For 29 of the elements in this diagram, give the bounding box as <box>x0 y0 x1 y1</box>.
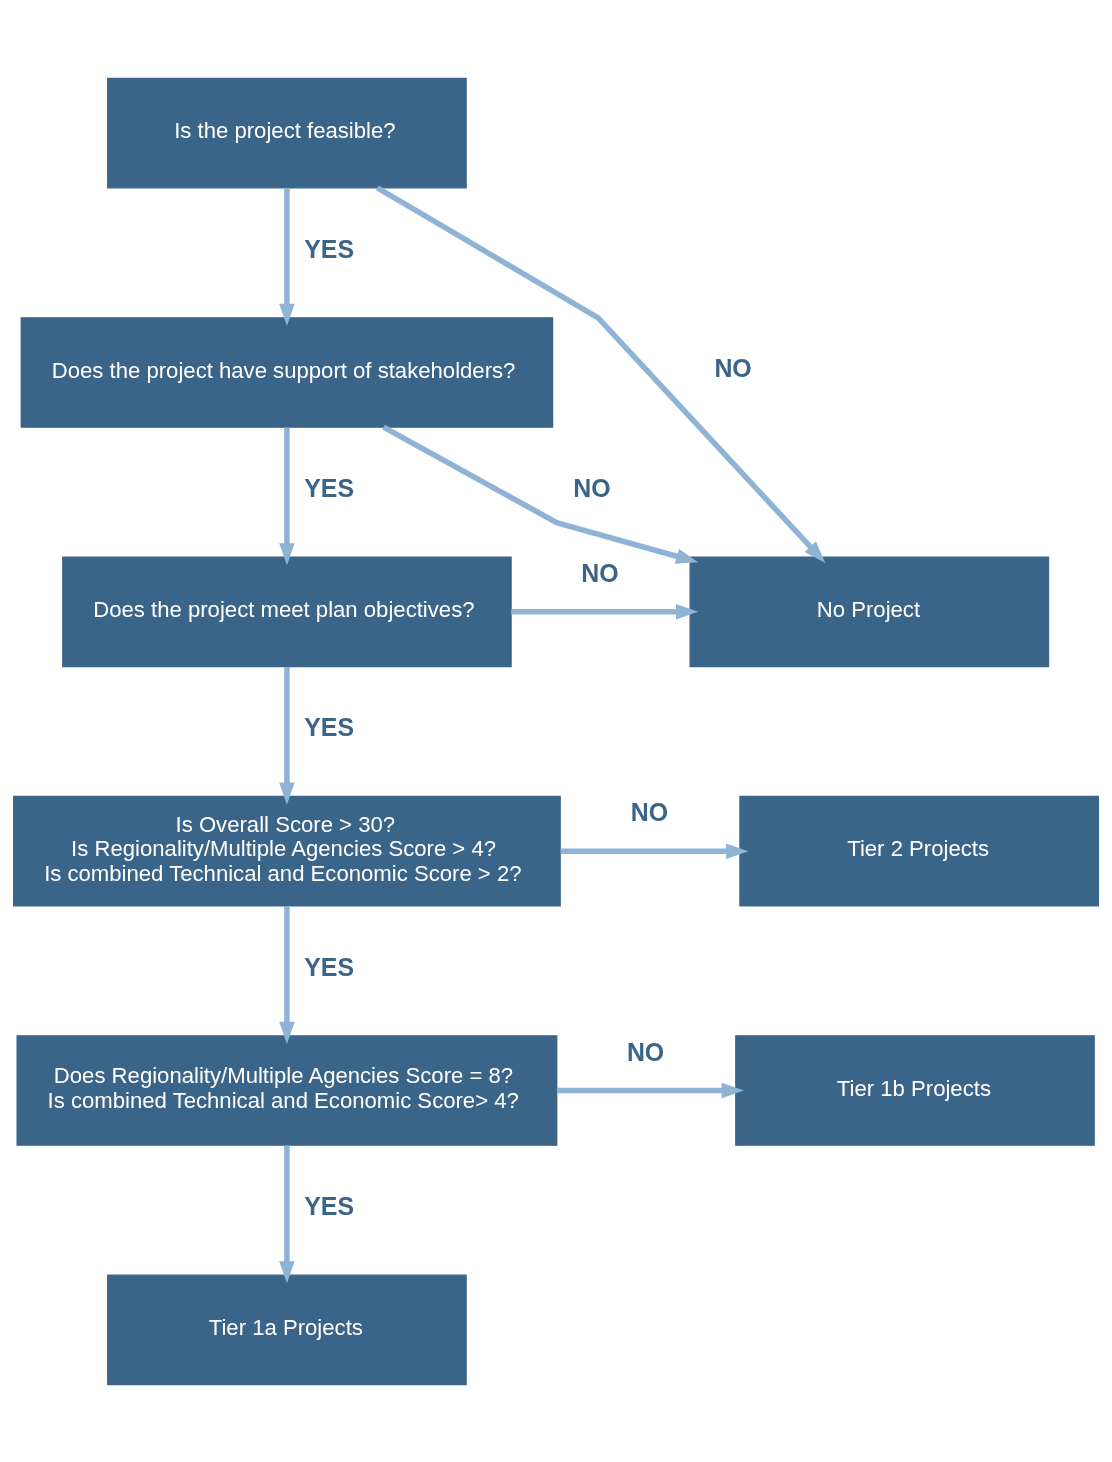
arrow <box>279 187 295 326</box>
edge-label: NO <box>630 797 669 826</box>
edge-label: YES <box>304 712 355 741</box>
node-box: Does Regionality/Multiple Agencies Score = 8? Is combined Technical and Economic Score> 4? <box>16 1034 558 1146</box>
edge-label: NO <box>626 1037 665 1066</box>
arrow <box>556 1082 744 1098</box>
node-box: Is Overall Score > 30? Is Regionality/Multiple Agencies Score > 4? Is combined Technical and Economic Score > 2? <box>13 795 561 906</box>
node-box: Tier 1a Projects <box>107 1274 467 1385</box>
arrow <box>279 1145 295 1283</box>
arrow <box>382 424 699 564</box>
arrow <box>279 905 295 1044</box>
node-box: Is the project feasible? <box>107 77 467 188</box>
arrow <box>560 842 749 859</box>
edge-label: YES <box>304 234 355 263</box>
node-box: Tier 2 Projects <box>739 795 1099 906</box>
node-box: Tier 1b Projects <box>735 1034 1095 1146</box>
arrow <box>375 184 826 563</box>
node-box: Does the project have support of stakeholders? <box>20 316 554 428</box>
arrow <box>279 666 295 805</box>
arrow <box>279 427 295 565</box>
arrow <box>511 603 699 620</box>
edge-label: YES <box>304 473 355 502</box>
edge-label: YES <box>304 1191 355 1220</box>
edge-label: NO <box>581 558 619 587</box>
edge-label: NO <box>573 473 611 502</box>
node-box: No Project <box>689 556 1050 667</box>
node-box: Does the project meet plan objectives? <box>62 556 512 667</box>
edge-label: YES <box>304 952 355 981</box>
edge-label: NO <box>714 353 752 382</box>
